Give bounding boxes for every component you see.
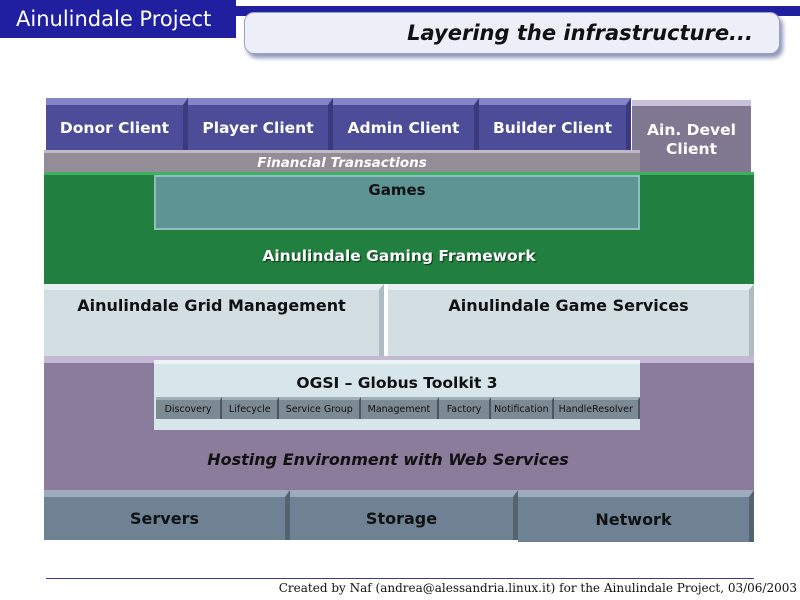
game-services-layer: Ainulindale Game Services [388, 284, 754, 358]
component-handleresolver: HandleResolver [553, 397, 640, 419]
slide-title: Layering the infrastructure... [244, 12, 780, 54]
component-notification: Notification [491, 397, 554, 419]
devel-client: Ain. Devel Client [632, 100, 751, 174]
footer-divider [46, 578, 754, 579]
hosting-environment-label: Hosting Environment with Web Services [207, 449, 569, 469]
player-client: Player Client [188, 98, 333, 150]
component-service-group: Service Group [279, 397, 362, 419]
component-management: Management [361, 397, 439, 419]
servers-block: Servers [44, 490, 290, 540]
devel-client-line1: Ain. Devel [647, 121, 736, 139]
games-layer: Games [154, 175, 640, 230]
component-factory: Factory [438, 397, 492, 419]
devel-client-line2: Client [666, 140, 717, 158]
donor-client: Donor Client [46, 98, 188, 150]
ogsi-globus-toolkit-layer: OGSI – Globus Toolkit 3 [154, 360, 640, 430]
gaming-framework-label: Ainulindale Gaming Framework [262, 247, 536, 265]
admin-client: Admin Client [333, 98, 479, 150]
title-band [236, 6, 800, 16]
component-lifecycle: Lifecycle [222, 397, 280, 419]
footer-credit: Created by Naf (andrea@alessandria.linux… [278, 581, 797, 595]
project-title: Ainulindale Project [0, 0, 236, 38]
storage-block: Storage [290, 490, 518, 540]
component-discovery: Discovery [156, 397, 223, 419]
grid-management-layer: Ainulindale Grid Management [44, 284, 384, 358]
ogsi-components: Discovery Lifecycle Service Group Manage… [156, 397, 640, 419]
builder-client: Builder Client [479, 98, 631, 150]
network-block: Network [518, 490, 754, 542]
financial-transactions-layer: Financial Transactions [44, 150, 640, 173]
